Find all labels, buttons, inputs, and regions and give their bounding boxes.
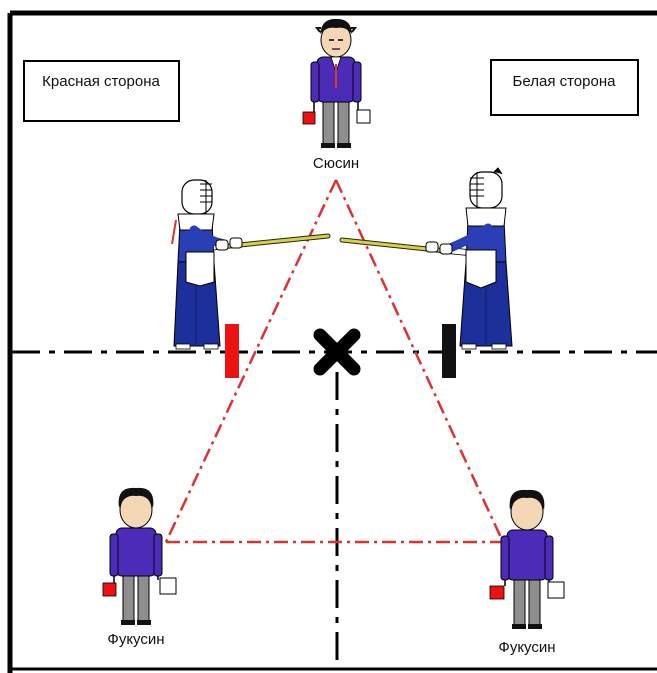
shushin-referee (302, 18, 371, 148)
fukushin-right-referee (489, 489, 565, 629)
fukushin-left-referee (102, 487, 177, 625)
red-side-label: Красная сторона (42, 73, 160, 90)
fukushin-left-label: Фукусин (107, 631, 164, 648)
red-start-line (225, 324, 239, 378)
white-side-box: Белая сторона (490, 59, 639, 116)
red-side-box: Красная сторона (23, 60, 180, 122)
kendoka-red-side (171, 179, 331, 350)
court-border (7, 10, 657, 673)
kendoka-white-side (339, 167, 513, 350)
white-start-line (442, 324, 456, 378)
x-mark-icon (313, 328, 361, 376)
fukushin-right-label: Фукусин (498, 639, 555, 656)
white-side-label: Белая сторона (513, 73, 617, 90)
shushin-label: Сюсин (313, 155, 359, 172)
